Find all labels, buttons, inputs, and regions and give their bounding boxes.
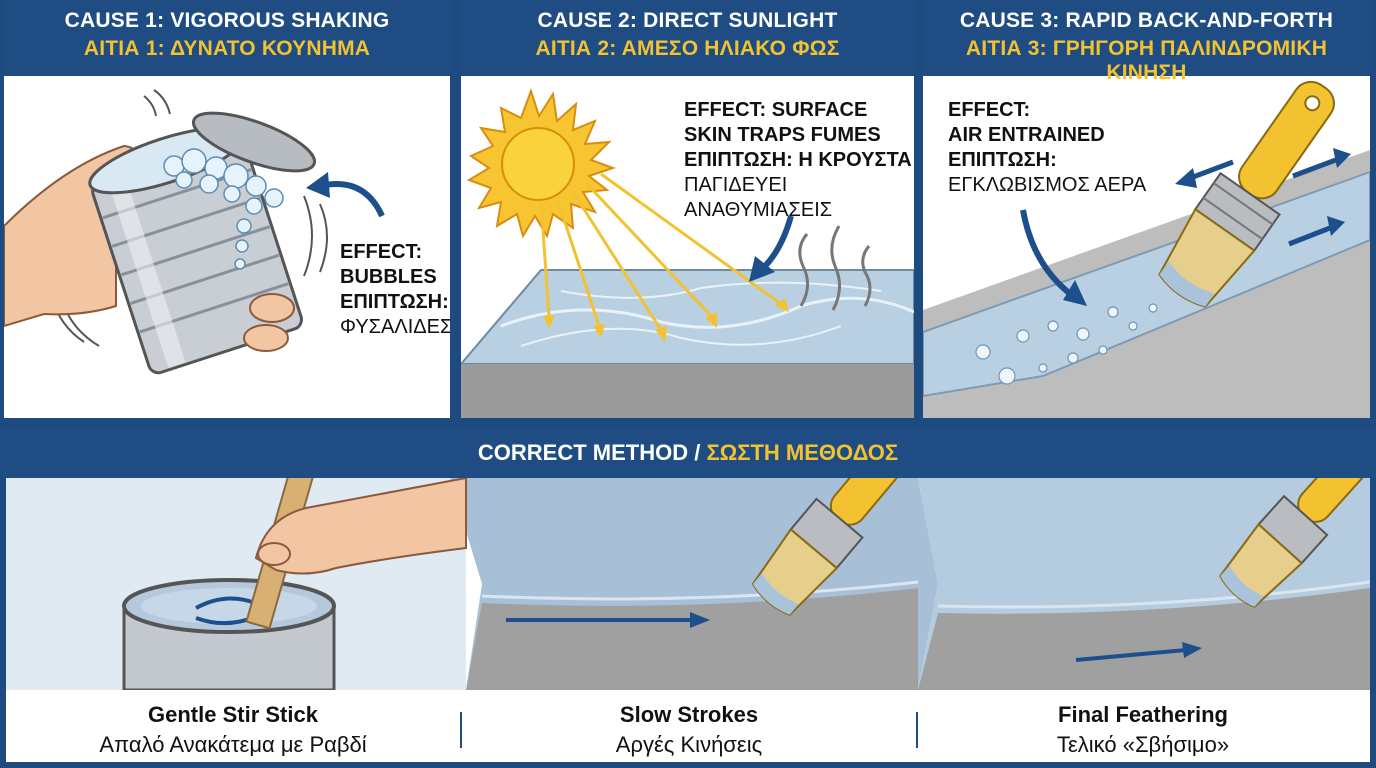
cause-1-title-en: CAUSE 1: VIGOROUS SHAKING	[64, 9, 390, 32]
effect-value-en: SKIN TRAPS FUMES	[684, 124, 881, 146]
cause-2-panel: CAUSE 2: DIRECT SUNLIGHT ΑΙΤΙΑ 2: ΑΜΕΣΟ …	[461, 0, 914, 418]
cause-2-title-en: CAUSE 2: DIRECT SUNLIGHT	[537, 9, 838, 32]
shaking-can-illustration	[4, 89, 385, 375]
effect-label-gr: ΕΠΙΠΤΩΣΗ:	[948, 149, 1057, 171]
cause-1-panel: CAUSE 1: VIGOROUS SHAKING ΑΙΤΙΑ 1: ΔΥΝΑΤ…	[4, 0, 450, 418]
step-1-caption: Gentle Stir Stick Απαλό Ανακάτεμα με Ραβ…	[6, 690, 460, 762]
effect-value-en: BUBBLES	[340, 266, 437, 288]
effect-value-gr: ΕΓΚΛΩΒΙΣΜΟΣ ΑΕΡΑ	[948, 174, 1147, 196]
cause-2-effect: EFFECT: SURFACE SKIN TRAPS FUMES ΕΠΙΠΤΩΣ…	[684, 98, 914, 223]
step-2-caption: Slow Strokes Αργές Κινήσεις	[462, 690, 916, 762]
effect-label-en: EFFECT:	[948, 99, 1031, 121]
cause-2-header: CAUSE 2: DIRECT SUNLIGHT ΑΙΤΙΑ 2: ΑΜΕΣΟ …	[461, 0, 914, 76]
effect-label-en: EFFECT: SURFACE	[684, 99, 868, 121]
concrete-base	[461, 364, 914, 418]
fumes	[798, 225, 872, 311]
effect-value-en: AIR ENTRAINED	[948, 124, 1105, 146]
cause-3-effect: EFFECT: AIR ENTRAINED ΕΠΙΠΤΩΣΗ: ΕΓΚΛΩΒΙΣ…	[948, 98, 1168, 198]
bubbles	[163, 148, 284, 270]
motion-line	[319, 203, 328, 273]
can-lid	[191, 111, 317, 173]
caption-divider	[916, 712, 918, 748]
correct-method-illustration	[6, 478, 1370, 690]
step-3-title-gr: Τελικό «Σβήσιμο»	[1056, 732, 1230, 757]
correct-method-title-gr: ΣΩΣΤΗ ΜΕΘΟΔΟΣ	[706, 440, 899, 465]
sunlight-illustration	[461, 87, 914, 418]
effect-value-gr: ΦΥΣΑΛΙΔΕΣ	[340, 316, 450, 338]
motion-line	[143, 95, 157, 117]
caption-divider	[460, 712, 462, 748]
paint-brush	[1158, 80, 1335, 308]
correct-method-panel: Gentle Stir Stick Απαλό Ανακάτεμα με Ραβ…	[6, 478, 1370, 762]
effect-value-gr: ΠΑΓΙΔΕΥΕΙ ΑΝΑΘΥΜΙΑΣΕΙΣ	[684, 174, 833, 221]
correct-method-banner: CORRECT METHOD / ΣΩΣΤΗ ΜΕΘΟΔΟΣ	[0, 428, 1376, 478]
correct-method-captions: Gentle Stir Stick Απαλό Ανακάτεμα με Ραβ…	[6, 690, 1370, 762]
cause-3-header: CAUSE 3: RAPID BACK-AND-FORTH ΑΙΤΙΑ 3: Γ…	[923, 0, 1370, 84]
effect-label-gr: ΕΠΙΠΤΩΣΗ: Η ΚΡΟΥΣΤΑ	[684, 149, 912, 171]
cause-1-header: CAUSE 1: VIGOROUS SHAKING ΑΙΤΙΑ 1: ΔΥΝΑΤ…	[4, 0, 450, 76]
step-3-title-en: Final Feathering	[1058, 702, 1228, 727]
sun-rays	[539, 172, 782, 331]
air-bubbles	[975, 303, 1158, 385]
cause-3-title-gr: ΑΙΤΙΑ 3: ΓΡΗΓΟΡΗ ΠΑΛΙΝΔΡΟΜΙΚΗ ΚΙΝΗΣΗ	[965, 37, 1328, 84]
effect-arrow	[758, 215, 794, 273]
motion-line	[153, 89, 171, 115]
step-2-title-en: Slow Strokes	[619, 702, 759, 727]
effect-label-gr: ΕΠΙΠΤΩΣΗ:	[340, 291, 449, 313]
cause-3-panel: CAUSE 3: RAPID BACK-AND-FORTH ΑΙΤΙΑ 3: Γ…	[923, 0, 1370, 418]
effect-arrow	[1020, 209, 1075, 299]
cause-1-title-gr: ΑΙΤΙΑ 1: ΔΥΝΑΤΟ ΚΟΥΝΗΜΑ	[83, 37, 371, 60]
cause-2-title-gr: ΑΙΤΙΑ 2: ΑΜΕΣΟ ΗΛΙΑΚΟ ΦΩΣ	[535, 37, 840, 60]
feather-arrow	[1075, 648, 1187, 662]
cause-3-title-en: CAUSE 3: RAPID BACK-AND-FORTH	[959, 9, 1334, 32]
step-1-title-gr: Απαλό Ανακάτεμα με Ραβδί	[99, 732, 367, 757]
step-2-title-gr: Αργές Κινήσεις	[615, 732, 763, 757]
effect-label-en: EFFECT:	[340, 241, 423, 263]
rapid-brushing-illustration	[923, 80, 1370, 418]
correct-method-title-en: CORRECT METHOD /	[477, 440, 701, 465]
paint-brush	[1219, 478, 1370, 608]
correct-method-title: CORRECT METHOD / ΣΩΣΤΗ ΜΕΘΟΔΟΣ	[478, 440, 898, 465]
stirring-hand	[254, 478, 467, 575]
step-1-title-en: Gentle Stir Stick	[148, 702, 318, 727]
step-3-caption: Final Feathering Τελικό «Σβήσιμο»	[916, 690, 1370, 762]
motion-line	[303, 195, 313, 277]
cause-1-effect: EFFECT: BUBBLES ΕΠΙΠΤΩΣΗ: ΦΥΣΑΛΙΔΕΣ	[340, 240, 450, 340]
effect-arrow	[319, 181, 385, 218]
stir-can	[122, 578, 336, 690]
paint-brush	[751, 478, 918, 616]
